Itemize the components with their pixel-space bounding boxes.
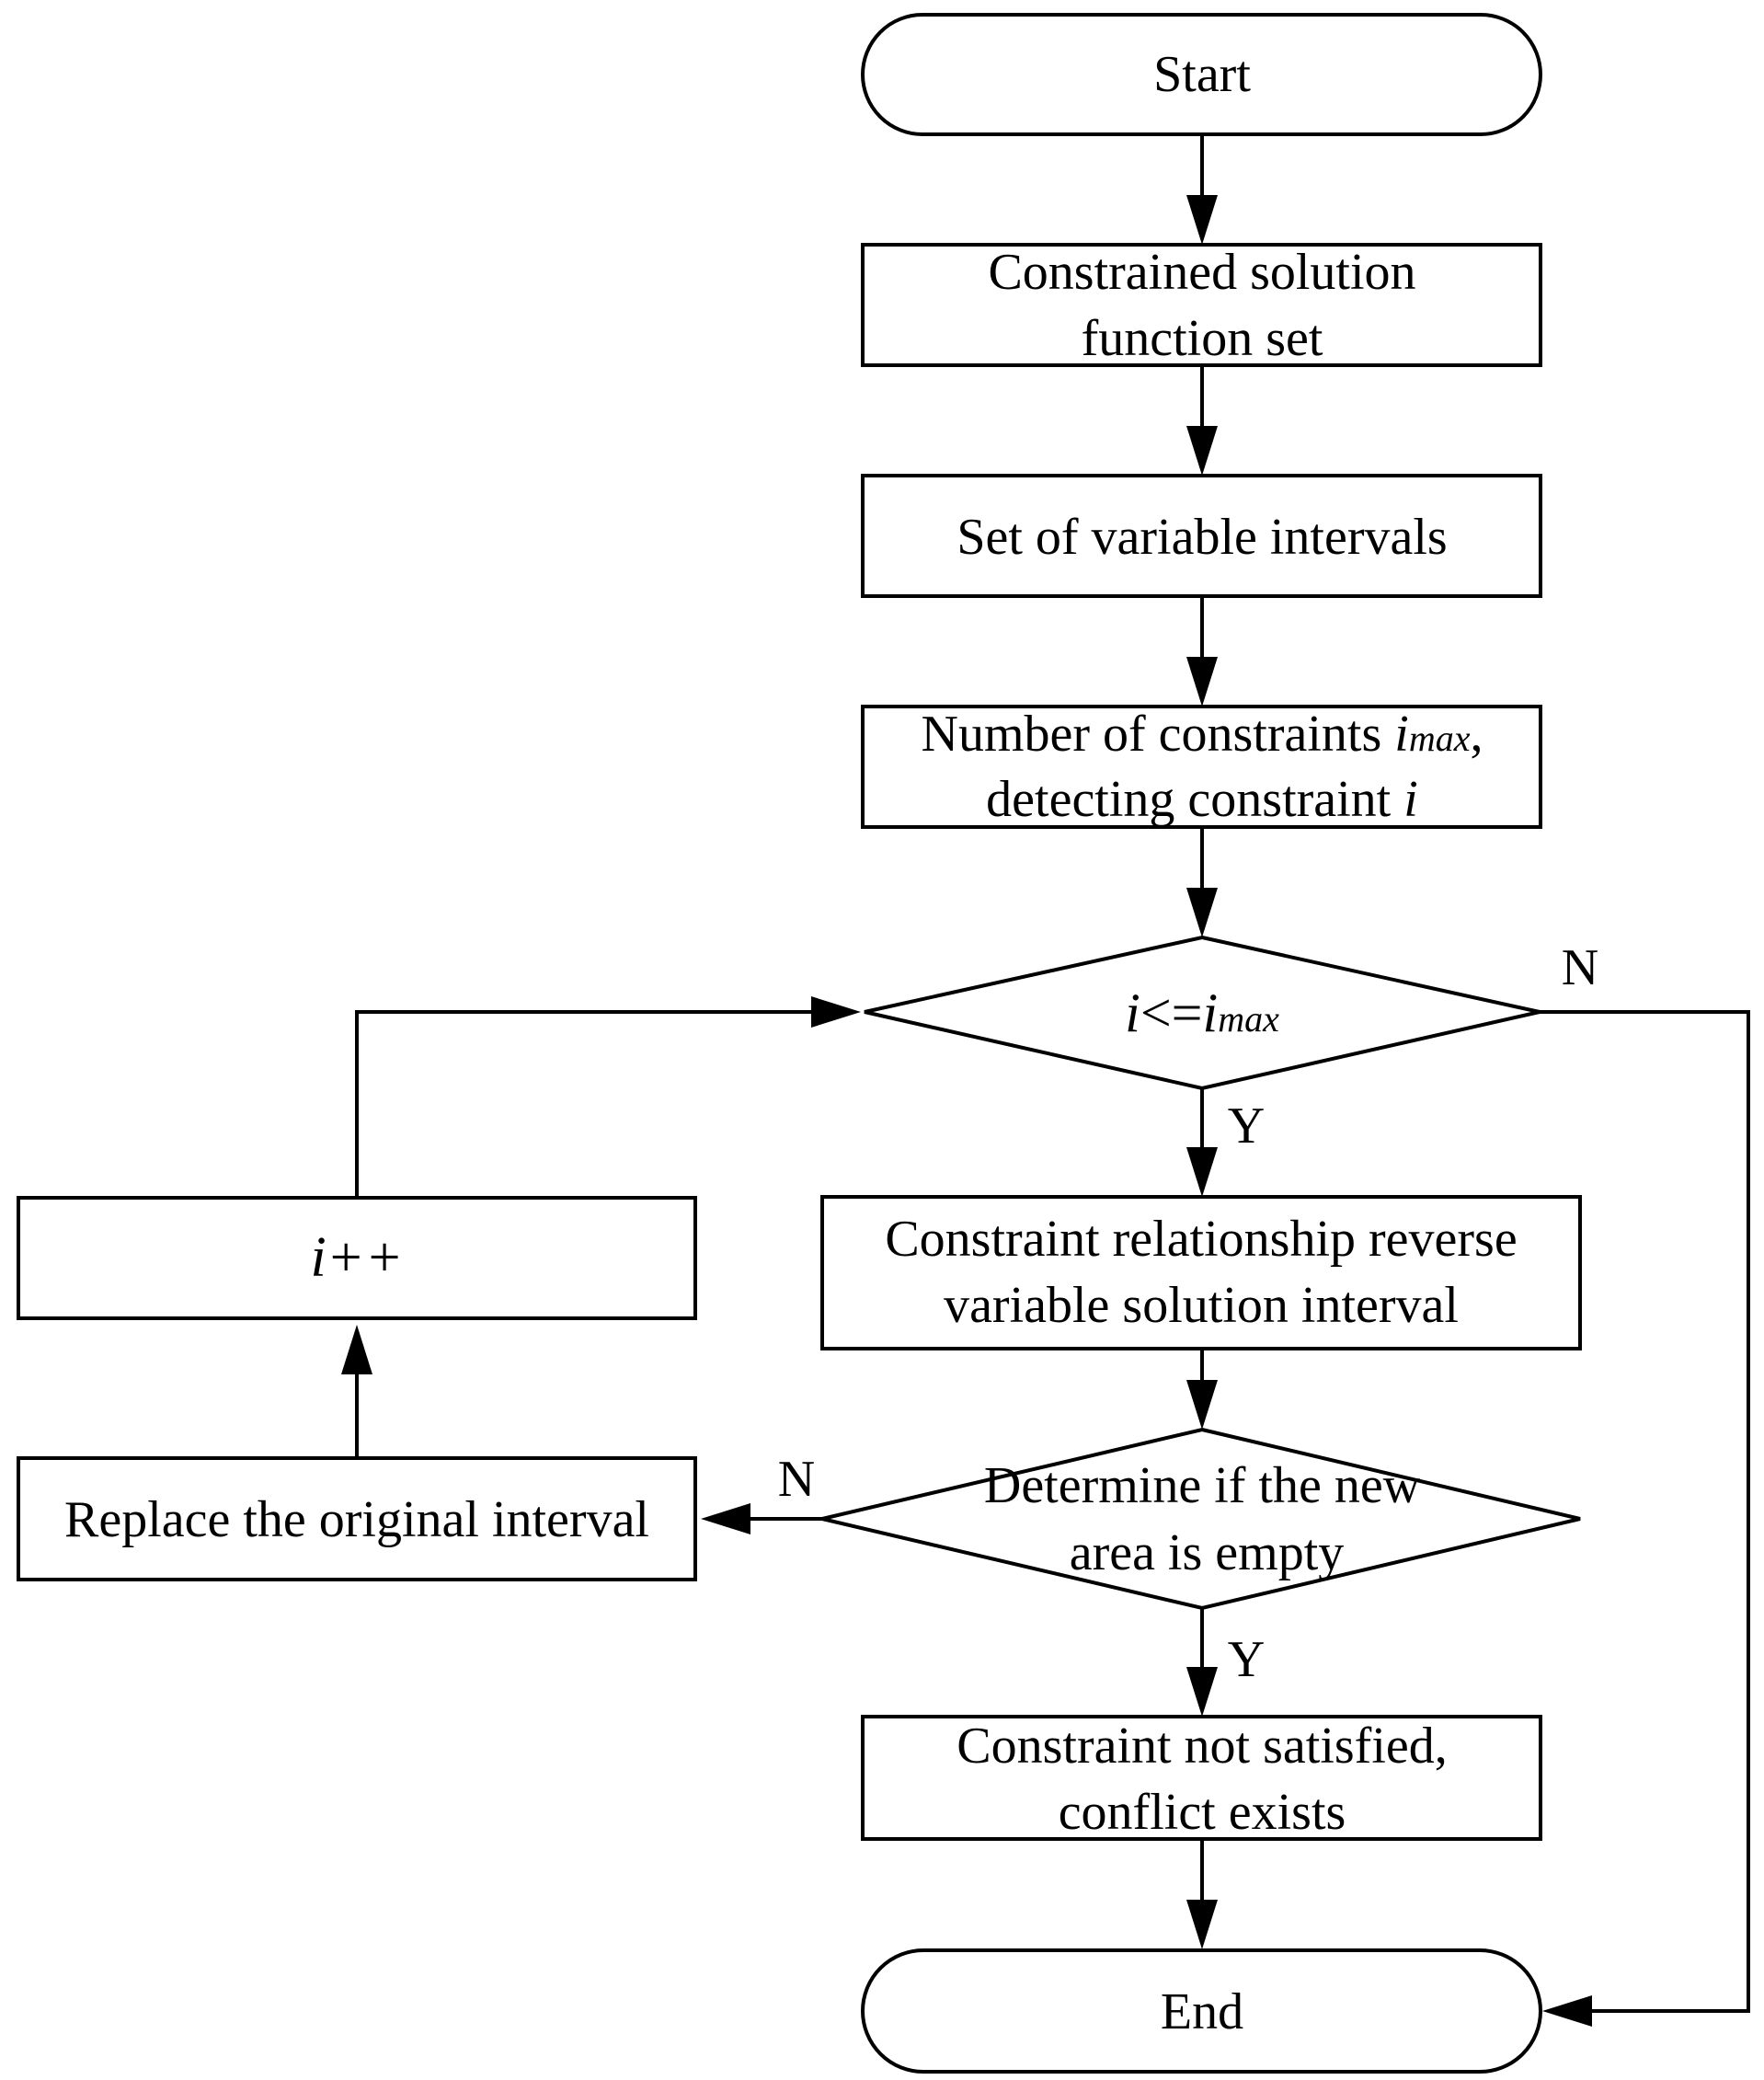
arrowhead-conflict <box>1186 1667 1218 1717</box>
edge-increment-to-decision1 <box>355 1010 817 1198</box>
conflict-label-line2: conflict exists <box>1059 1784 1346 1841</box>
detecting-var: i <box>1403 771 1418 828</box>
conflict-process: Constraint not satisfied, conflict exist… <box>861 1715 1542 1841</box>
connectors <box>341 134 1750 2027</box>
arrowhead-reverse <box>1186 1147 1218 1197</box>
decision2-label-line1: Determine if the new <box>984 1457 1421 1514</box>
variable-intervals-label: Set of variable intervals <box>956 509 1447 566</box>
replace-interval-process: Replace the original interval <box>17 1456 697 1581</box>
decision2-no-label: N <box>778 1451 815 1508</box>
num-constraints-label-line2: detecting constraint i <box>986 771 1418 828</box>
start-terminal: Start <box>861 13 1542 136</box>
decision1-sub: max <box>1218 998 1279 1040</box>
arrowhead-constrained-set <box>1186 195 1218 245</box>
decision2-label-line2: area is empty <box>1070 1524 1345 1581</box>
arrowhead-end <box>1186 1900 1218 1949</box>
num-constraints-label-line1: Number of constraints imax, <box>922 706 1483 763</box>
detecting-prefix: detecting constraint <box>986 771 1403 828</box>
num-constraints-sub: max <box>1409 718 1471 759</box>
decision-area-empty: Determine if the new area is empty <box>821 1427 1581 1611</box>
decision1-label: i<=imax <box>1125 983 1279 1043</box>
arrowhead-decision1 <box>1186 888 1218 937</box>
num-constraints-process: Number of constraints imax, detecting co… <box>861 705 1542 829</box>
increment-label: i++ <box>311 1226 404 1289</box>
arrowhead-end-from-right <box>1542 1995 1592 2027</box>
conflict-label-line1: Constraint not satisfied, <box>956 1718 1448 1775</box>
edge-decision1-no-to-end <box>1540 1010 1750 2013</box>
arrowhead-decision2 <box>1186 1380 1218 1430</box>
num-constraints-suffix: , <box>1470 706 1483 763</box>
decision1-yes-label: Y <box>1228 1097 1265 1155</box>
constrained-set-label-line1: Constrained solution <box>988 244 1415 301</box>
arrowhead-num-constraints <box>1186 657 1218 707</box>
constrained-set-label-line2: function set <box>1082 310 1323 367</box>
decision1-lhs: i <box>1125 983 1140 1043</box>
constrained-set-process: Constrained solution function set <box>861 243 1542 367</box>
num-constraints-prefix: Number of constraints <box>922 706 1395 763</box>
end-label: End <box>1161 1983 1243 2040</box>
reverse-label-line1: Constraint relationship reverse <box>885 1211 1517 1268</box>
arrowhead-variable-intervals <box>1186 426 1218 476</box>
variable-intervals-process: Set of variable intervals <box>861 474 1542 598</box>
arrowhead-replace <box>701 1503 750 1534</box>
increment-process: i++ <box>17 1196 697 1320</box>
reverse-label-line2: variable solution interval <box>944 1277 1459 1334</box>
num-constraints-var: i <box>1394 706 1409 763</box>
reverse-interval-process: Constraint relationship reverse variable… <box>820 1195 1582 1350</box>
arrowhead-increment <box>341 1325 372 1374</box>
arrowhead-decision1-from-left <box>811 996 861 1028</box>
replace-label: Replace the original interval <box>64 1491 649 1548</box>
decision-constraint-index: i<=imax <box>864 935 1541 1091</box>
decision1-op: <= <box>1140 983 1203 1043</box>
decision1-rhs: i <box>1203 983 1219 1043</box>
end-terminal: End <box>861 1948 1542 2074</box>
decision1-no-label: N <box>1562 939 1598 996</box>
start-label: Start <box>1153 46 1251 103</box>
decision2-yes-label: Y <box>1228 1631 1265 1688</box>
